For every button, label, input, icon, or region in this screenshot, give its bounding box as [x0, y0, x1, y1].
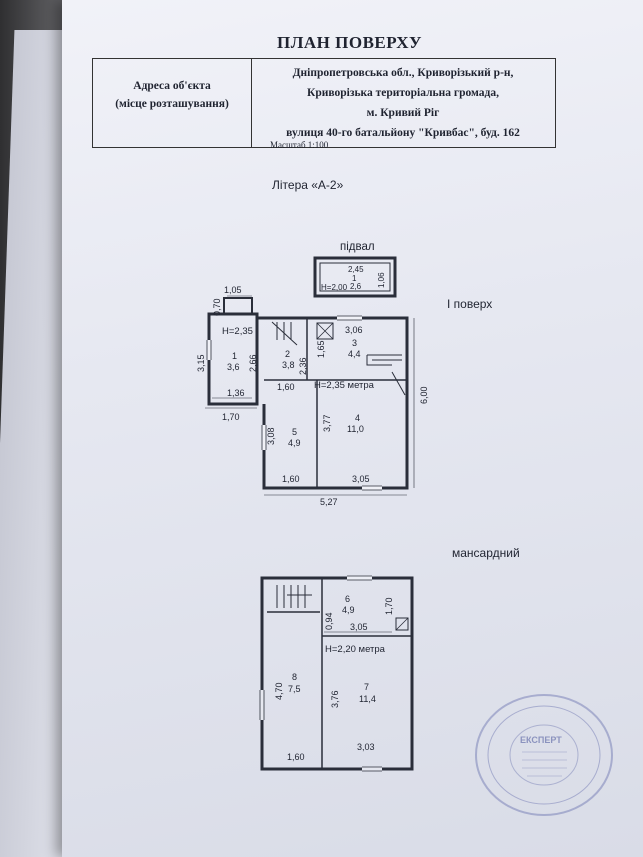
floor1-main-wall	[257, 316, 409, 490]
basement-labels: 2,45 1 2,6 Н=2,00 1,06	[321, 265, 386, 292]
floor1-label: І поверх	[447, 297, 493, 311]
window	[362, 485, 382, 491]
dim-label: 1,60	[277, 382, 295, 392]
chimney-mark	[395, 617, 409, 631]
room-number: 7	[364, 682, 369, 692]
dim-label: 1,60	[287, 752, 305, 762]
room-number: 3	[352, 338, 357, 348]
stamp-inner-ring	[509, 724, 579, 786]
room-area: 7,5	[288, 684, 301, 694]
floor-plans: 2,45 1 2,6 Н=2,00 1,06	[196, 256, 429, 772]
address-label: Адреса об'єкта (місце розташування)	[93, 77, 251, 113]
room-area: 4,9	[288, 438, 301, 448]
room-number: 6	[345, 594, 350, 604]
dim-label: 3,06	[345, 325, 363, 335]
room-number: 2	[285, 349, 290, 359]
dim-label: 3,05	[352, 474, 370, 484]
dim-label: 5,27	[320, 497, 338, 507]
dim-label: 6,00	[419, 386, 429, 404]
diagonal	[391, 371, 406, 396]
attic-label: мансардний	[452, 546, 520, 560]
stairs	[276, 585, 312, 608]
floor1-plan	[205, 295, 415, 496]
room-number: 4	[355, 413, 360, 423]
floor1-height-left: Н=2,35	[222, 326, 253, 337]
floor1-porch	[223, 297, 253, 315]
page-title: ПЛАН ПОВЕРХУ	[277, 33, 422, 52]
basement-wall	[313, 256, 397, 298]
room-area: 4,9	[342, 605, 355, 615]
address-line: м. Кривий Ріг	[366, 107, 440, 119]
floor1-join-wall	[209, 318, 259, 406]
floor1-height-main: Н=2,35 метра	[314, 380, 375, 391]
basement-plan	[313, 256, 397, 298]
dim-label: 0,94	[324, 612, 334, 630]
address-table: Адреса об'єкта (місце розташування) Дніп…	[92, 58, 556, 148]
table-divider	[251, 59, 252, 147]
attic-plan	[259, 575, 414, 772]
attic-wall	[260, 576, 414, 771]
floor1-labels: 1,05 0,70 Н=2,35 3,15 1 3,6 2,66 2 3,8 2…	[196, 285, 429, 507]
dim-label: 3,03	[357, 742, 375, 752]
dim-label: 1,65	[316, 340, 326, 358]
room-number: 8	[292, 672, 297, 682]
dim-label: 2,66	[248, 354, 258, 372]
dim-label: 3,05	[350, 622, 368, 632]
stairs	[271, 321, 298, 346]
room-area: 11,4	[359, 694, 376, 704]
room-number: 1	[232, 351, 237, 361]
room-number: 5	[292, 427, 297, 437]
chimney	[395, 617, 409, 631]
address-label-line: (місце розташування)	[115, 98, 229, 110]
basement-inner	[319, 262, 391, 292]
scale-note: Масштаб 1:100	[270, 140, 329, 150]
window	[362, 766, 382, 772]
room-area: 11,0	[347, 424, 364, 434]
dim-label: 1,36	[227, 388, 245, 398]
address-line: Дніпропетровська обл., Криворізький р-н,	[292, 67, 514, 79]
room-area: 4,4	[348, 349, 361, 359]
dim-label: 1,70	[222, 412, 240, 422]
dim-label: 3,15	[196, 354, 206, 372]
window	[206, 340, 212, 360]
window	[259, 690, 265, 720]
basement-room-area: 2,6	[350, 282, 362, 291]
stamp-outer-ring	[475, 694, 613, 816]
basement-dim-width: 2,45	[348, 265, 364, 274]
dim-label: 2,36	[298, 357, 308, 375]
basement-dim-depth: 1,06	[377, 272, 386, 288]
stamp-lines	[522, 751, 567, 777]
stamp-text: ЕКСПЕРТ	[520, 735, 562, 745]
address-label-line: Адреса об'єкта	[133, 80, 211, 92]
dim-label: 3,08	[266, 427, 276, 445]
expert-stamp: ЕКСПЕРТ	[475, 694, 613, 816]
attic-labels: 6 4,9 1,70 0,94 3,05 Н=2,20 метра 4,70 8…	[274, 594, 394, 762]
basement-height: Н=2,00	[321, 283, 348, 292]
dim-label: 3,77	[322, 414, 332, 432]
room-area: 3,6	[227, 362, 240, 372]
document-page: ПЛАН ПОВЕРХУ Адреса об'єкта (місце розта…	[62, 0, 643, 857]
stamp-middle-ring	[487, 705, 601, 805]
dim-label: 1,05	[224, 285, 242, 295]
dim-label: 1,60	[282, 474, 300, 484]
window	[261, 425, 267, 450]
address-line: Криворізька територіальна громада,	[307, 87, 499, 99]
window	[337, 315, 362, 321]
litera-label: Літера «А-2»	[272, 178, 344, 192]
chimney-cross	[316, 322, 334, 340]
window	[347, 575, 372, 581]
dim-label: 4,70	[274, 682, 284, 700]
dim-label: 0,70	[212, 298, 222, 316]
basement-room-number: 1	[352, 274, 357, 283]
stove	[366, 354, 402, 366]
attic-height: Н=2,20 метра	[325, 644, 386, 655]
dim-label: 3,76	[330, 690, 340, 708]
address-value: Дніпропетровська обл., Криворізький р-н,…	[253, 63, 553, 143]
chimney	[316, 322, 334, 340]
address-line: вулиця 40-го батальйону "Кривбас", буд. …	[286, 127, 520, 139]
room-area: 3,8	[282, 360, 295, 370]
dim-label: 1,70	[384, 597, 394, 615]
basement-label: підвал	[340, 241, 375, 253]
